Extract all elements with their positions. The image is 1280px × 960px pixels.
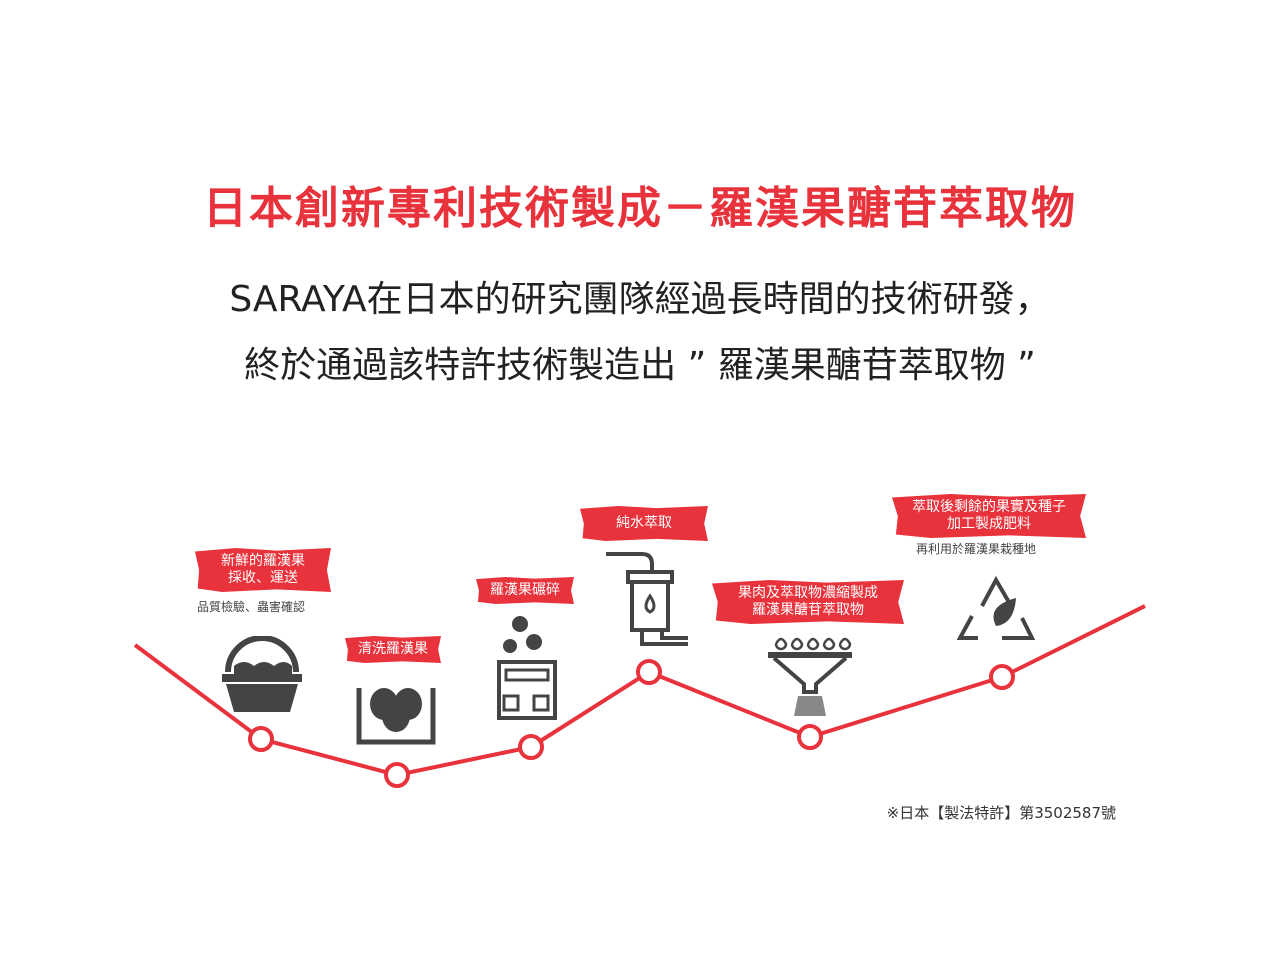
- basket-icon: [222, 636, 302, 712]
- patent-footnote: ※日本【製法特許】第3502587號: [886, 804, 1116, 822]
- washing-bowl-icon: [356, 688, 436, 745]
- water-filter-icon: [606, 552, 688, 646]
- funnel-icon: [768, 637, 852, 716]
- step-5-label: 果肉及萃取物濃縮製成羅漢果醣苷萃取物: [712, 580, 904, 624]
- step-node: [989, 664, 1015, 690]
- step-6-note: 再利用於羅漢果栽種地: [916, 542, 1037, 556]
- step-node: [384, 762, 410, 788]
- step-node: [636, 659, 662, 685]
- subtitle-line-2: 終於通過該特許技術製造出 ” 羅漢果醣苷萃取物 ”: [244, 345, 1036, 386]
- step-node: [518, 734, 544, 760]
- recycle-leaf-icon: [956, 575, 1036, 640]
- crusher-machine-icon: [497, 616, 557, 720]
- step-node: [248, 726, 274, 752]
- step-node: [797, 724, 823, 750]
- step-6-label: 萃取後剩餘的果實及種子加工製成肥料: [892, 494, 1086, 538]
- step-1-note: 品質檢驗、蟲害確認: [197, 600, 306, 614]
- page-title: 日本創新專利技術製成－羅漢果醣苷萃取物: [203, 183, 1077, 234]
- step-1-label: 新鮮的羅漢果採收、運送: [195, 548, 331, 592]
- subtitle-line-1: SARAYA在日本的研究團隊經過長時間的技術研發，: [229, 279, 1051, 320]
- step-4-label: 純水萃取: [580, 506, 708, 541]
- step-2-label: 清洗羅漢果: [345, 636, 441, 663]
- step-3-label: 羅漢果碾碎: [476, 577, 574, 604]
